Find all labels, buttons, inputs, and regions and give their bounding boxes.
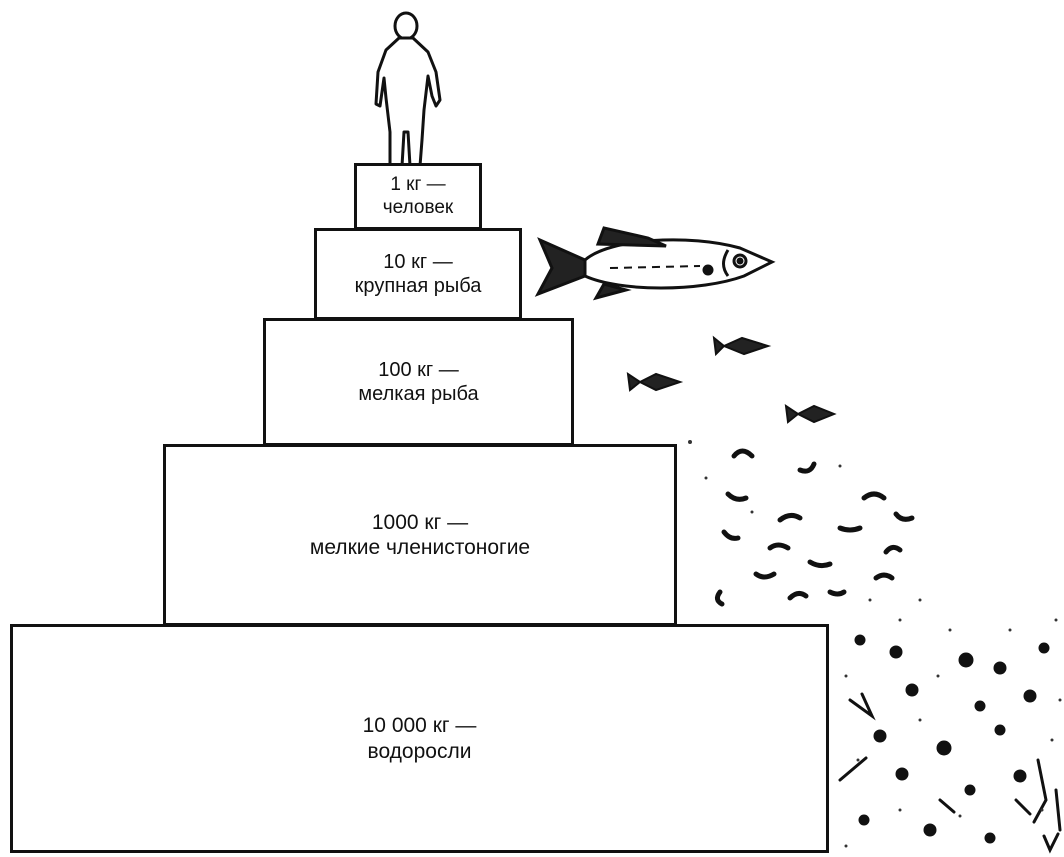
level-weight: 10 000 кг — <box>363 713 477 738</box>
human-figure-icon <box>376 13 440 166</box>
level-name: водоросли <box>368 739 472 764</box>
level-name: человек <box>383 197 453 220</box>
level-weight: 100 кг — <box>378 358 459 382</box>
small-fish-icon <box>628 338 834 422</box>
arthropod-icon <box>717 451 912 604</box>
pyramid-level-human: 1 кг — человек <box>354 163 482 230</box>
large-fish-icon <box>538 228 772 298</box>
level-weight: 1000 кг — <box>372 510 468 535</box>
level-name: крупная рыба <box>355 274 482 298</box>
level-weight: 10 кг — <box>383 250 452 274</box>
pyramid-level-small-fish: 100 кг — мелкая рыба <box>263 318 574 446</box>
pyramid-level-large-fish: 10 кг — крупная рыба <box>314 228 522 320</box>
pyramid-level-algae: 10 000 кг — водоросли <box>10 624 829 853</box>
level-name: мелкие членистоногие <box>310 535 530 560</box>
level-weight: 1 кг — <box>390 174 445 197</box>
level-name: мелкая рыба <box>358 382 478 406</box>
pyramid-level-arthropods: 1000 кг — мелкие членистоногие <box>163 444 677 626</box>
algae-icon <box>840 636 1060 850</box>
